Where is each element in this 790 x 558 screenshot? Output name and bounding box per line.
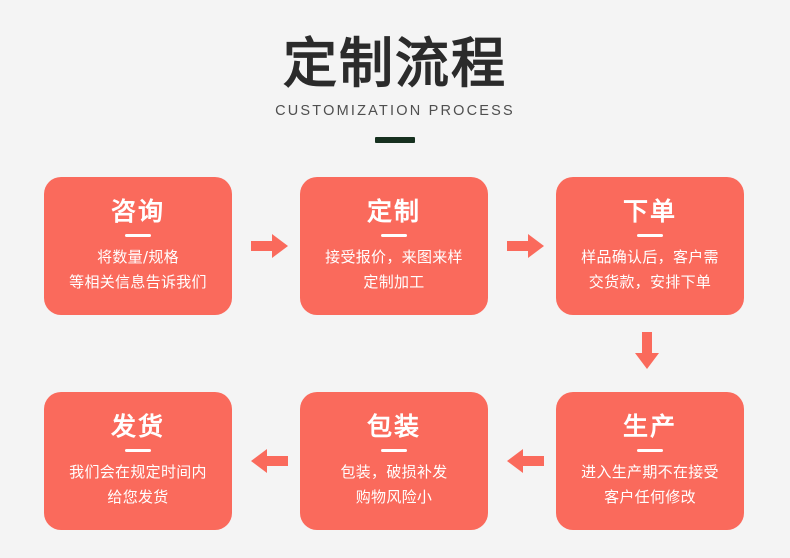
step-description: 接受报价，来图来样 定制加工 <box>325 245 463 295</box>
step-description-line: 等相关信息告诉我们 <box>69 273 207 291</box>
step-description-line: 定制加工 <box>363 273 425 291</box>
title-divider <box>375 137 415 143</box>
page-subtitle: CUSTOMIZATION PROCESS <box>275 103 515 119</box>
step-title: 生产 <box>622 412 677 441</box>
step-divider <box>637 449 663 452</box>
process-step-card-5: 包装 包装，破损补发 购物风险小 <box>300 392 488 530</box>
step-description-line: 客户任何修改 <box>604 488 696 506</box>
process-step-card-6: 发货 我们会在规定时间内 给您发货 <box>44 392 232 530</box>
step-divider <box>637 234 663 237</box>
page-title: 定制流程 <box>283 32 507 95</box>
step-description-line: 进入生产期不在接受 <box>581 463 719 481</box>
step-title: 下单 <box>622 197 677 226</box>
step-title: 包装 <box>366 412 421 441</box>
step-description: 进入生产期不在接受 客户任何修改 <box>581 460 719 510</box>
step-description-line: 购物风险小 <box>355 488 433 506</box>
header: 定制流程 CUSTOMIZATION PROCESS <box>0 0 790 143</box>
process-step-card-1: 咨询 将数量/规格 等相关信息告诉我们 <box>44 177 232 315</box>
step-divider <box>125 449 151 452</box>
step-description-line: 交货款，安排下单 <box>588 273 712 291</box>
step-divider <box>381 234 407 237</box>
step-description-line: 接受报价，来图来样 <box>325 248 463 266</box>
process-step-card-4: 生产 进入生产期不在接受 客户任何修改 <box>556 392 744 530</box>
step-description-line: 给您发货 <box>107 488 169 506</box>
step-divider <box>125 234 151 237</box>
arrow-down-icon <box>633 332 661 370</box>
arrow-right-icon <box>251 232 289 260</box>
step-description: 包装，破损补发 购物风险小 <box>340 460 447 510</box>
step-description: 我们会在规定时间内 给您发货 <box>69 460 207 510</box>
step-divider <box>381 449 407 452</box>
arrow-left-icon <box>251 447 289 475</box>
step-description: 样品确认后，客户需 交货款，安排下单 <box>581 245 719 295</box>
step-description: 将数量/规格 等相关信息告诉我们 <box>69 245 207 295</box>
process-step-card-2: 定制 接受报价，来图来样 定制加工 <box>300 177 488 315</box>
arrow-left-icon <box>507 447 545 475</box>
step-description-line: 样品确认后，客户需 <box>581 248 719 266</box>
step-title: 咨询 <box>110 197 165 226</box>
process-step-card-3: 下单 样品确认后，客户需 交货款，安排下单 <box>556 177 744 315</box>
step-description-line: 我们会在规定时间内 <box>69 463 207 481</box>
step-title: 发货 <box>110 412 165 441</box>
step-description-line: 包装，破损补发 <box>340 463 448 481</box>
step-description-line: 将数量/规格 <box>97 248 179 266</box>
step-title: 定制 <box>366 197 421 226</box>
arrow-right-icon <box>507 232 545 260</box>
